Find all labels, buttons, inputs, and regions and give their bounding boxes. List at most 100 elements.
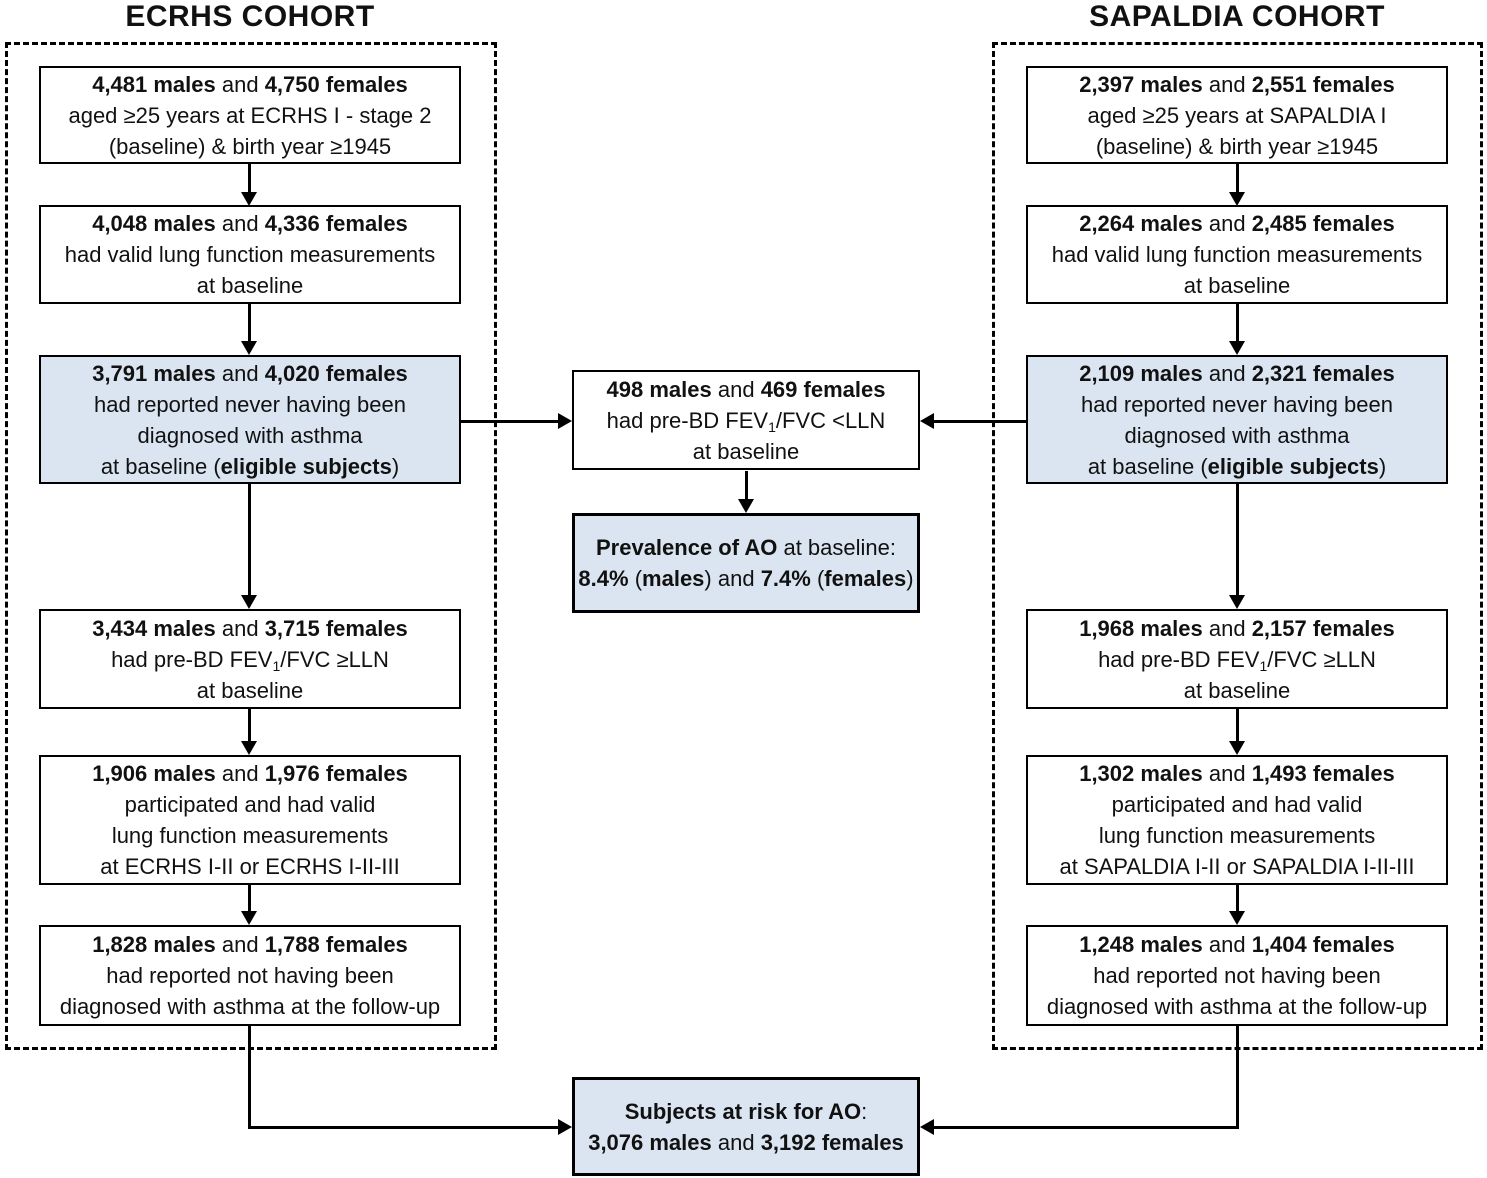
text-segment: 1 [1259,657,1268,674]
text-segment: aged ≥25 years at SAPALDIA I [1087,102,1387,128]
down-arrow-head [1229,741,1245,755]
text-segment: and [215,932,265,957]
text-segment: 3,791 males [92,360,216,386]
text-segment: had pre-BD FEV [606,407,769,433]
down-arrow-line [248,885,251,912]
text-segment: 1,404 females [1251,932,1395,957]
text-segment: at baseline: [777,535,896,560]
text-line: at baseline [197,270,303,301]
text-segment: 2,321 females [1251,360,1395,386]
text-segment: and [215,71,265,97]
text-segment: : [861,1098,868,1124]
text-line: had pre-BD FEV1/FVC ≥LLN [111,644,389,675]
text-line: Subjects at risk for AO: [625,1096,868,1127]
down-arrow-line [1236,304,1239,342]
text-line: participated and had valid [125,789,376,820]
text-segment: and [1202,360,1252,386]
down-arrow-head [738,499,754,513]
text-line: at SAPALDIA I-II or SAPALDIA I-II-III [1060,851,1415,882]
connector-line [1236,1026,1239,1128]
text-segment: 1 [768,418,776,435]
text-segment: 2,264 males [1079,211,1203,236]
text-line: 1,248 males and 1,404 females [1079,929,1395,960]
text-segment: lung function measurements [111,823,389,848]
text-segment: had reported not having been [106,963,394,988]
text-segment: diagnosed with asthma [137,422,363,448]
text-segment: aged ≥25 years at ECRHS I - stage 2 [68,102,432,128]
text-line: diagnosed with asthma at the follow-up [60,991,440,1022]
text-segment: females [824,566,907,591]
text-segment: eligible subjects [220,453,392,479]
text-segment: ) and [704,566,761,591]
text-line: had reported never having been [94,389,406,420]
text-segment: ) [391,453,400,479]
text-segment: Subjects at risk for AO [624,1098,862,1124]
left-arrow-head [920,1119,934,1135]
text-segment: ( [810,566,825,591]
text-segment: at baseline [692,438,800,464]
text-line: (baseline) & birth year ≥1945 [1096,131,1378,162]
text-segment: 1 [272,657,281,674]
down-arrow-line [248,709,251,742]
text-segment: participated and had valid [1111,792,1363,817]
down-arrow-head [1229,341,1245,355]
down-arrow-line [1236,885,1239,912]
text-segment: (baseline) & birth year ≥1945 [108,133,392,159]
text-segment: /FVC <LLN [775,407,886,433]
text-segment: 4,020 females [264,360,408,386]
down-arrow-head [241,741,257,755]
ecrhs-cohort-title: ECRHS COHORT [125,0,375,33]
text-segment: 1,976 females [264,761,408,786]
text-segment: ( [628,566,643,591]
text-segment: 2,551 females [1251,71,1395,97]
text-segment: eligible subjects [1207,453,1379,479]
text-segment: 2,109 males [1079,360,1203,386]
text-line: at baseline [693,436,799,467]
text-segment: and [1202,71,1252,97]
text-segment: 4,750 females [264,71,408,97]
text-line: aged ≥25 years at SAPALDIA I [1087,100,1386,131]
ao-prevalence-box: Prevalence of AO at baseline: 8.4% (males… [572,513,920,613]
text-segment: and [1202,932,1252,957]
text-segment: 1,968 males [1079,615,1203,641]
connector-line [934,1126,1239,1129]
text-segment: ) [906,566,914,591]
down-arrow-head [1229,595,1245,609]
text-segment: at baseline [196,273,304,298]
text-segment: 4,336 females [264,211,408,236]
text-segment: had pre-BD FEV [1098,646,1260,672]
text-line: lung function measurements [112,820,388,851]
text-segment: and [711,1129,761,1155]
text-line: 4,481 males and 4,750 females [92,69,408,100]
text-line: had reported not having been [106,960,393,991]
text-line: 2,264 males and 2,485 females [1079,208,1395,239]
text-line: at baseline [1184,675,1290,706]
text-segment: diagnosed with asthma [1124,422,1350,448]
text-segment: had pre-BD FEV [111,646,273,672]
text-segment: at baseline ( [100,453,221,479]
text-segment: 3,192 females [760,1129,904,1155]
text-segment: 1,788 females [264,932,408,957]
text-segment: and [215,761,265,786]
text-line: 3,434 males and 3,715 females [92,613,408,644]
ecrhs-cohort-frame [5,42,497,1050]
text-segment: 498 males [606,376,712,402]
down-arrow-line [248,304,251,342]
text-line: 2,397 males and 2,551 females [1079,69,1395,100]
text-segment: 4,481 males [92,71,216,97]
text-segment: Prevalence of AO [595,535,778,560]
down-arrow-head [1229,192,1245,206]
text-line: at baseline (eligible subjects) [1088,451,1386,482]
text-segment: had reported never having been [1081,391,1393,417]
text-segment: and [1202,761,1252,786]
down-arrow-head [241,595,257,609]
text-line: at baseline (eligible subjects) [101,451,399,482]
text-line: 8.4% (males) and 7.4% (females) [578,563,913,594]
